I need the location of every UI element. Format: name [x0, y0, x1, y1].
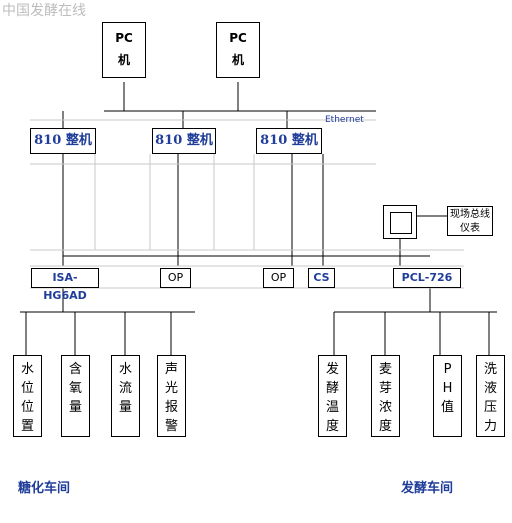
monitor-screen-icon	[390, 212, 412, 234]
pc-1-sublabel: 机	[117, 53, 130, 67]
fieldbus-instrument: 现场总线仪表	[447, 206, 493, 236]
pc-2: PC 机	[216, 22, 260, 78]
sensor-water-flow: 水流量	[111, 355, 140, 437]
device-isa: ISA-HG6AD	[31, 268, 99, 302]
sensor-water-level: 水位位置	[13, 355, 42, 437]
pc-1-label: PC	[115, 31, 133, 45]
sensor-oxygen: 含氧量	[61, 355, 90, 437]
workshop-left-label: 糖化车间	[18, 481, 71, 496]
monitor-icon	[383, 205, 417, 239]
sensor-ferment-temp: 发酵温度	[318, 355, 347, 437]
station-1: 810 整机	[30, 128, 96, 154]
pc-1: PC 机	[102, 22, 146, 78]
ethernet-label: Ethernet	[325, 115, 364, 125]
device-op-2: OP	[263, 268, 294, 288]
sensor-malt-concentration: 麦芽浓度	[371, 355, 400, 437]
device-cs: CS	[308, 268, 335, 288]
station-3: 810 整机	[256, 128, 322, 154]
device-pcl: PCL-726	[393, 268, 461, 288]
station-2: 810 整机	[152, 128, 216, 154]
sensor-wash-pressure: 洗液压力	[476, 355, 505, 437]
sensor-alarm: 声光报警	[157, 355, 186, 437]
pc-2-label: PC	[229, 31, 247, 45]
device-op-1: OP	[160, 268, 191, 288]
workshop-right-label: 发酵车间	[401, 481, 454, 496]
pc-2-sublabel: 机	[231, 53, 244, 67]
watermark-text: 中国发酵在线	[2, 3, 86, 19]
